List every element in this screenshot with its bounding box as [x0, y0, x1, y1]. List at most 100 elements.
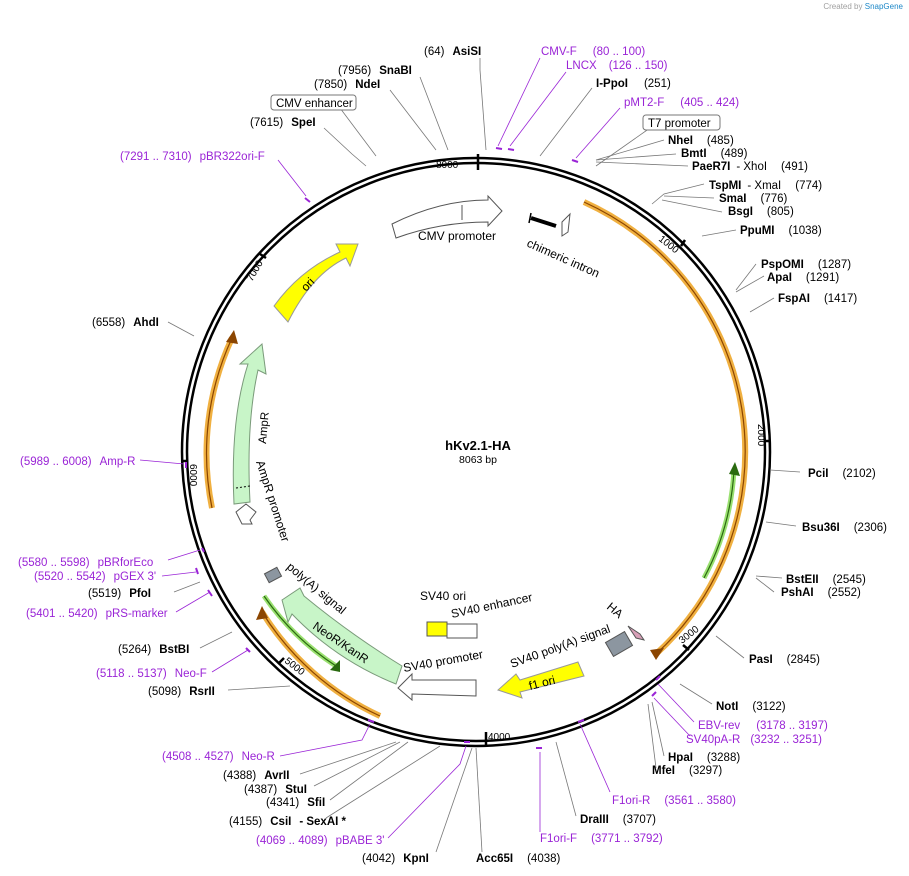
leader-bsgi — [661, 199, 723, 213]
primer-tick-neo-r — [367, 719, 375, 723]
chimeric-intron-cap — [528, 212, 532, 224]
orf-bands — [203, 199, 749, 719]
backbone-outer — [180, 156, 772, 748]
primer-pmt2-f: pMT2-F(405 .. 424) — [624, 97, 739, 109]
primer-neo-f: (5118 .. 5137)Neo-F — [96, 668, 207, 680]
primer-prs-marker: (5401 .. 5420)pRS-marker — [26, 608, 168, 620]
primer-cmv-f: CMV-F(80 .. 100) — [541, 46, 645, 58]
ampr-arrow — [232, 342, 267, 505]
primer-pbr322ori-f: (7291 .. 7310)pBR322ori-F — [120, 151, 265, 163]
credit-brand: SnapGene — [864, 2, 903, 11]
primer-sv40pa-r: SV40pA-R(3232 .. 3251) — [686, 734, 822, 746]
leader-ppumi — [701, 229, 737, 237]
sv40-polya-box — [604, 630, 634, 658]
snapgene-credit: Created by SnapGene — [823, 2, 903, 11]
leader-t7 — [595, 127, 651, 167]
neo-green-line — [263, 595, 337, 667]
leader-asisi — [479, 58, 487, 151]
feature-chimeric-intron: chimeric intron — [525, 236, 602, 281]
feature-ampr-promoter: AmpR promoter — [253, 459, 292, 544]
primer-ticks — [185, 147, 661, 749]
amp-orf-arrowhead — [226, 330, 238, 344]
leader-noti — [679, 683, 713, 705]
leader-amp-r — [139, 459, 185, 465]
leader-ndei — [389, 89, 437, 151]
leader-tspmi — [651, 183, 705, 205]
tick-label-8000: 8000 — [436, 160, 459, 171]
leader-bstbi — [199, 631, 233, 649]
site-hpai: HpaI(3288) — [668, 752, 740, 764]
site-tspmi: TspMI- XmaI(774) — [709, 180, 822, 192]
leader-pshai — [755, 577, 775, 593]
primer-tick-ebv — [655, 675, 661, 681]
site-avrii: (4388)AvrII — [223, 770, 289, 782]
leader-apai — [735, 275, 765, 293]
site-ahdi: (6558)AhdI — [92, 317, 159, 329]
site-noti: NotI(3122) — [716, 701, 786, 713]
site-pcii: PciI(2102) — [808, 468, 876, 480]
site-bsu36i: Bsu36I(2306) — [802, 522, 887, 534]
primer-tick-pmt2 — [571, 159, 579, 163]
credit-prefix: Created by — [823, 2, 863, 11]
site-pfoi: (5519)PfoI — [88, 588, 151, 600]
feature-f1-ori: f1 ori — [527, 673, 556, 693]
primer-tick-pgex — [195, 567, 199, 575]
leader-bmti — [595, 153, 677, 161]
sv40-enhancer-box — [446, 623, 478, 639]
site-sfii: (4341)SfiI — [266, 797, 325, 809]
primer-tick-f1ori-r — [577, 719, 585, 723]
green-orf-arrowhead — [729, 462, 740, 476]
site-ppumi: PpuMI(1038) — [740, 225, 822, 237]
label-t7-promoter: T7 promoter — [648, 118, 711, 130]
site-i-ppoi: I-PpoI(251) — [596, 78, 671, 90]
primer-pbabe: (4069 .. 4089)pBABE 3' — [256, 835, 384, 847]
leader-bsteii — [755, 575, 783, 579]
amp-orf-line — [205, 337, 233, 509]
leader-cmv-f — [497, 57, 541, 147]
leader-bsu36i — [765, 521, 797, 527]
neo-green-arrowhead — [330, 660, 340, 672]
primer-ebv-rev: EBV-rev(3178 .. 3197) — [698, 720, 828, 732]
leader-neo-r — [279, 723, 371, 757]
tick-5000 — [277, 657, 285, 665]
cmv-enhancer-box — [270, 94, 357, 111]
leader-pbabe — [387, 745, 467, 839]
primer-pgex: (5520 .. 5542)pGEX 3' — [34, 571, 156, 583]
leader-cmv-enhancer — [339, 107, 377, 157]
tick-label-6000: 6000 — [187, 464, 198, 487]
sv40-promoter-arrow — [397, 672, 477, 702]
site-spei: (7615)SpeI — [250, 117, 316, 129]
leader-pasi — [715, 635, 745, 659]
leader-pfoi — [173, 581, 201, 593]
site-ndei: (7850)NdeI — [314, 79, 380, 91]
leader-pbrforeco — [167, 549, 201, 561]
site-asisi: (64)AsiSI — [424, 46, 481, 58]
intron-small-arrow — [561, 212, 571, 237]
site-bstbi: (5264)BstBI — [118, 644, 189, 656]
site-bmti: BmtI(489) — [681, 148, 748, 160]
boxed-labels: CMV enhancer T7 promoter — [270, 94, 721, 131]
tick-3000 — [682, 644, 690, 651]
tick-label-7000: 7000 — [245, 258, 266, 283]
features: CMV promoter chimeric intron ori AmpR Am… — [232, 194, 646, 702]
site-acc65i: Acc65I(4038) — [476, 853, 561, 865]
primer-leaders — [139, 57, 695, 839]
tick-label-2000: 2000 — [755, 424, 766, 447]
amp-orf-band — [203, 336, 235, 509]
primer-pbrforeco: (5580 .. 5598)pBRforEco — [18, 557, 153, 569]
kv2-orf-arrowhead — [650, 648, 664, 660]
tick-7000 — [259, 252, 267, 260]
site-draiii: DraIII(3707) — [580, 814, 656, 826]
feature-cmv-promoter: CMV promoter — [418, 229, 496, 243]
site-rsrii: (5098)RsrII — [148, 686, 215, 698]
site-leaders — [167, 58, 801, 853]
leader-pcii — [769, 469, 801, 473]
primer-neo-r: (4508 .. 4527)Neo-R — [162, 751, 275, 763]
primer-tick-pbr322 — [304, 197, 311, 203]
leader-draiii — [555, 741, 577, 817]
t7-promoter-box — [642, 114, 721, 131]
leader-ebv-rev — [657, 683, 695, 723]
ha-tag — [627, 625, 646, 641]
site-pshai: PshAI(2552) — [781, 587, 861, 599]
